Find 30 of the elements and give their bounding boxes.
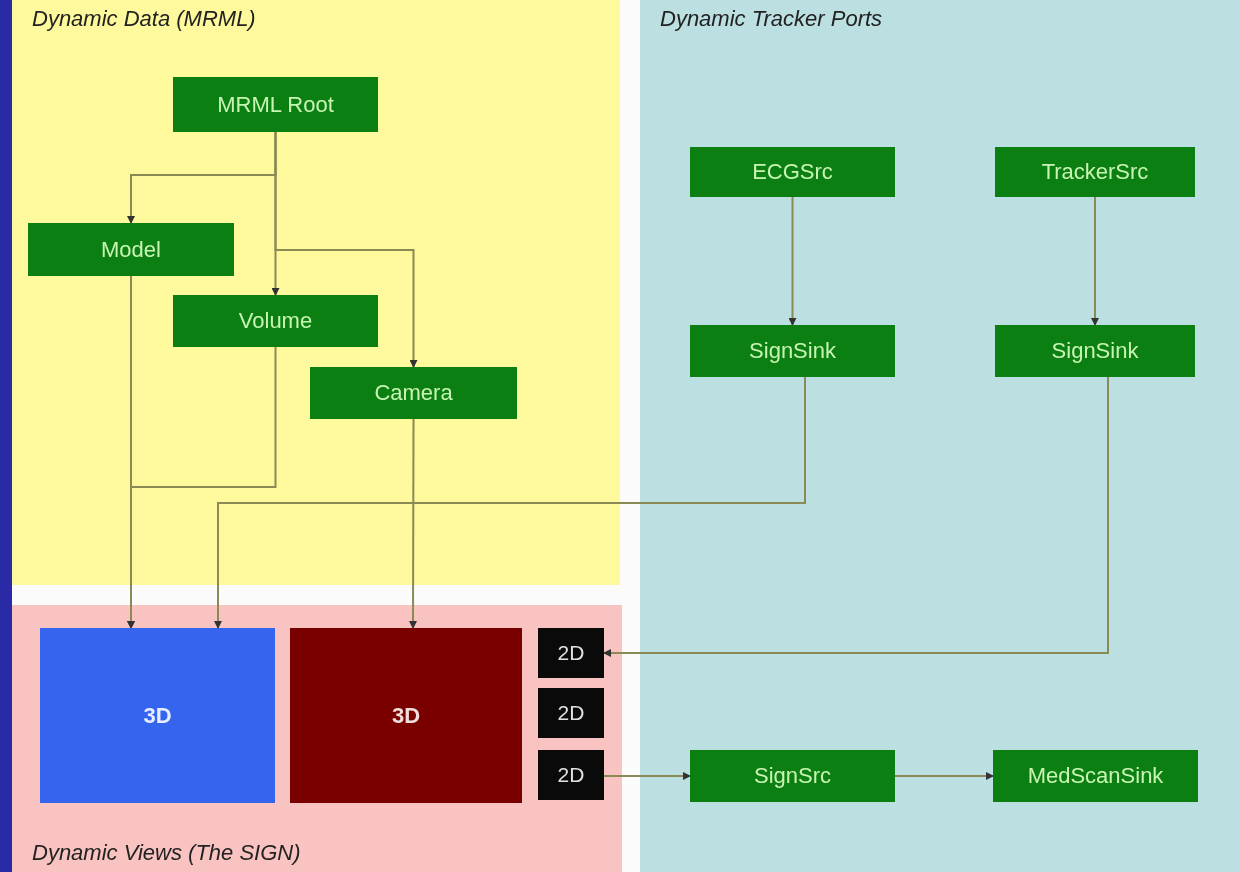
connector-arrow (1091, 196, 1099, 326)
component-box: ECGSrc (690, 147, 895, 197)
component-box: MedScanSink (993, 750, 1198, 802)
connector-arrow (127, 346, 277, 629)
component-box: MRML Root (173, 77, 378, 132)
connector-arrow (214, 376, 806, 629)
component-box: TrackerSrc (995, 147, 1195, 197)
group-panel (640, 0, 1240, 872)
connector-arrow (603, 772, 691, 780)
panel-title: Dynamic Data (MRML) (32, 6, 257, 32)
panel-title: Dynamic Views (The SIGN) (32, 840, 302, 866)
group-panel (12, 605, 622, 872)
component-box: SignSrc (690, 750, 895, 802)
panel-title: Dynamic Tracker Ports (660, 6, 884, 32)
view-box: 3D (40, 628, 275, 803)
component-box: Model (28, 223, 234, 276)
connector-arrow (788, 196, 797, 326)
component-box: SignSink (995, 325, 1195, 377)
connector-arrow (274, 131, 418, 368)
connector-arrow (894, 772, 994, 780)
view-box: 2D (538, 628, 604, 678)
component-box: Volume (173, 295, 378, 347)
view-box: 2D (538, 750, 604, 800)
view-box: 3D (290, 628, 522, 803)
component-box: Camera (310, 367, 517, 419)
connector-arrow (409, 418, 417, 629)
connector-arrow (603, 376, 1109, 657)
view-box: 2D (538, 688, 604, 738)
group-panel (12, 0, 620, 585)
component-box: SignSink (690, 325, 895, 377)
